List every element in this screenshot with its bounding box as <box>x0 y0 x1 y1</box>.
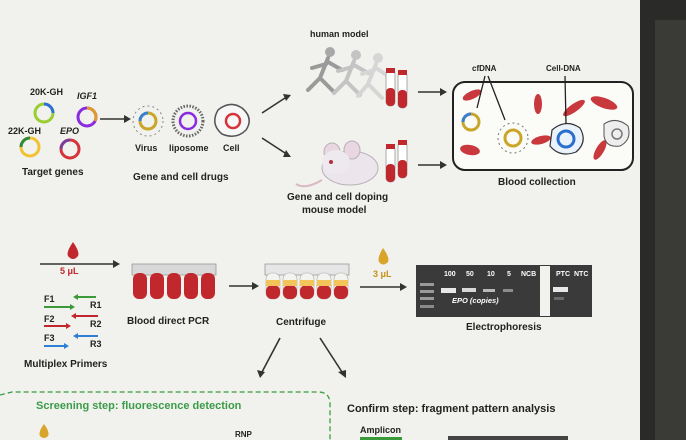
cfdna-icon <box>461 112 529 154</box>
volume-5ul: 5 μL <box>60 266 79 276</box>
pointer-arrows <box>476 75 567 125</box>
gel-lane-ncb: NCB <box>521 271 536 278</box>
target-genes-caption: Target genes <box>22 167 84 178</box>
mouse-model-label-line2: mouse model <box>302 205 367 216</box>
gel-lane-ntc: NTC <box>574 271 588 278</box>
virus-label: Virus <box>135 143 157 153</box>
blood-vessel-box <box>452 81 634 171</box>
gel-lane-10: 10 <box>487 271 495 278</box>
primer-r2: R2 <box>90 319 102 329</box>
centrifuged-strip-icon <box>264 263 350 300</box>
screening-step-group: Screening step: fluorescence detection R… <box>0 391 331 440</box>
gel-lane-100: 100 <box>444 271 456 278</box>
pcr-strip-icon <box>131 263 217 299</box>
sample-drop-icon <box>39 424 49 438</box>
blood-direct-pcr-caption: Blood direct PCR <box>127 316 210 327</box>
drugs-caption: Gene and cell drugs <box>133 172 229 183</box>
confirm-step-title: Confirm step: fragment pattern analysis <box>347 403 555 415</box>
gene-22k-label: 22K-GH <box>8 126 41 136</box>
gene-igf1-label: IGF1 <box>77 91 97 101</box>
primer-r3: R3 <box>90 339 102 349</box>
gene-epo-label: EPO <box>60 126 79 136</box>
cfdna-label: cfDNA <box>472 64 497 73</box>
blood-tubes-human-icon <box>385 68 408 109</box>
electrophoresis-group: 100 50 10 5 NCB PTC NTC EPO (copies) Ele… <box>416 265 592 333</box>
runners-icon <box>306 47 390 100</box>
primer-f3: F3 <box>44 333 55 343</box>
primer-f2: F2 <box>44 314 55 324</box>
cell-dna-icon <box>549 120 630 155</box>
gel-epo-label: EPO (copies) <box>452 296 499 305</box>
gel-lane-ptc: PTC <box>556 271 570 278</box>
cell-label: Cell <box>223 143 240 153</box>
blood-tubes-mouse-icon <box>385 140 408 183</box>
arrow-centrifuge-to-gel: 3 μL <box>360 248 407 291</box>
virus-icon <box>132 105 164 137</box>
cell-icon <box>214 103 250 137</box>
screening-step-title: Screening step: fluorescence detection <box>36 400 242 412</box>
gene-20k-label: 20K-GH <box>30 87 63 97</box>
multiplex-primers-caption: Multiplex Primers <box>24 359 108 370</box>
arrows-drugs-to-models <box>261 94 291 157</box>
cell-dna-label: Cell-DNA <box>546 64 581 73</box>
mouse-model-label-line1: Gene and cell doping <box>287 192 388 203</box>
slide-surface <box>0 0 660 440</box>
liposome-label: liposome <box>169 143 209 153</box>
electrophoresis-caption: Electrophoresis <box>466 322 542 333</box>
screening-step-box <box>0 391 331 440</box>
gel-lane-50: 50 <box>466 271 474 278</box>
amplicon-label: Amplicon <box>360 425 401 435</box>
arrows-models-to-blood <box>418 88 447 169</box>
confirm-step-group: Confirm step: fragment pattern analysis … <box>347 403 568 440</box>
arrow-genes-to-drugs <box>100 115 131 123</box>
human-model-label: human model <box>310 29 369 39</box>
pcr-tubes-group: Blood direct PCR <box>127 263 217 327</box>
primer-f1: F1 <box>44 294 55 304</box>
liposome-icon <box>171 104 205 138</box>
blood-drop-icon <box>67 242 79 259</box>
mouse-icon <box>295 140 379 188</box>
primer-r1: R1 <box>90 300 102 310</box>
gene-cell-drugs-group: Virus liposome Cell Gene and cell drugs <box>132 103 250 183</box>
centrifuge-caption: Centrifuge <box>276 317 326 328</box>
gel-bands <box>420 283 568 308</box>
gel-lane-5: 5 <box>507 271 511 278</box>
target-genes-group: 20K-GH IGF1 22K-GH EPO Target genes <box>8 87 98 178</box>
mouse-model-group: Gene and cell doping mouse model <box>287 140 408 216</box>
blood-collection-group: cfDNA Cell-DNA Blood <box>452 64 634 188</box>
human-model-group: human model <box>306 29 408 109</box>
centrifuge-group: Centrifuge <box>264 263 350 328</box>
rnp-label: RNP <box>235 430 253 439</box>
volume-3ul: 3 μL <box>373 269 392 279</box>
blood-collection-caption: Blood collection <box>498 177 576 188</box>
red-blood-cells-icon <box>460 89 618 160</box>
primers-group: 5 μL F1 R1 F2 R2 F3 R3 Multiplex Primers <box>24 242 120 370</box>
arrow-pcr-to-centrifuge <box>229 282 259 290</box>
arrows-to-steps <box>257 337 346 378</box>
plasma-drop-icon <box>378 248 389 265</box>
